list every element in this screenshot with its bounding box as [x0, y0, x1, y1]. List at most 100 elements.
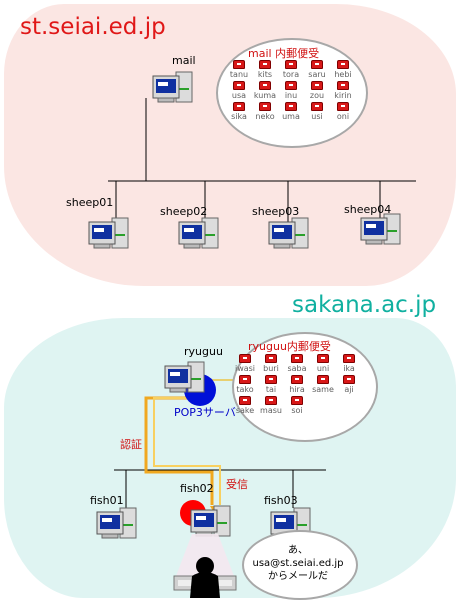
sheep02-computer-icon[interactable]: [178, 216, 226, 252]
mailbox-icon: [291, 396, 303, 405]
mailbox-label: zou: [309, 91, 325, 100]
fish03-label: fish03: [264, 494, 298, 507]
mailbox-icon: [343, 375, 355, 384]
mailbox-label: oni: [336, 112, 350, 121]
mailbox-label: ika: [343, 364, 355, 373]
mailbox-label: aji: [344, 385, 354, 394]
mailbox-label: soi: [291, 406, 303, 415]
mailbox-icon: [239, 375, 251, 384]
mailbox-icon: [337, 81, 349, 90]
mailbox-label: iwasi: [234, 364, 256, 373]
mailbox-saba[interactable]: saba: [284, 354, 310, 373]
mailbox-icon: [233, 60, 245, 69]
mailbox-tanu[interactable]: tanu: [226, 60, 252, 79]
mailbox-sake[interactable]: sake: [232, 396, 258, 415]
mailbox-iwasi[interactable]: iwasi: [232, 354, 258, 373]
mail-inbox-bubble: [216, 38, 368, 148]
mailbox-usa[interactable]: usa: [226, 81, 252, 100]
ryuguu-server-label: ryuguu: [184, 345, 223, 358]
mailbox-uni[interactable]: uni: [310, 354, 336, 373]
mailbox-label: inu: [284, 91, 298, 100]
mailbox-label: tanu: [229, 70, 249, 79]
mailbox-icon: [265, 375, 277, 384]
mailbox-icon: [311, 60, 323, 69]
sheep04-label: sheep04: [344, 203, 392, 216]
mailbox-icon: [233, 81, 245, 90]
mailbox-neko[interactable]: neko: [252, 102, 278, 121]
sheep02-label: sheep02: [160, 205, 208, 218]
mailbox-label: kuma: [253, 91, 277, 100]
mailbox-icon: [285, 60, 297, 69]
computer-icon[interactable]: [152, 70, 200, 106]
mailbox-icon: [311, 102, 323, 111]
mailbox-icon: [285, 102, 297, 111]
mailbox-label: masu: [260, 406, 282, 415]
mailbox-label: uma: [282, 112, 300, 121]
mailbox-label: tako: [236, 385, 254, 394]
mailbox-oni[interactable]: oni: [330, 102, 356, 121]
mailbox-kirin[interactable]: kirin: [330, 81, 356, 100]
mailbox-uma[interactable]: uma: [278, 102, 304, 121]
mailbox-same[interactable]: same: [310, 375, 336, 394]
mailbox-masu[interactable]: masu: [258, 396, 284, 415]
mailbox-kits[interactable]: kits: [252, 60, 278, 79]
mailbox-zou[interactable]: zou: [304, 81, 330, 100]
mailbox-label: hira: [289, 385, 305, 394]
mailbox-icon: [337, 60, 349, 69]
mailbox-tako[interactable]: tako: [232, 375, 258, 394]
speech-line-2: usa@st.seiai.ed.jp: [252, 558, 344, 569]
sheep04-computer-icon[interactable]: [360, 212, 408, 248]
user-speech-text: あ、 usa@st.seiai.ed.jp からメールだ: [244, 544, 352, 583]
mailbox-inu[interactable]: inu: [278, 81, 304, 100]
mailbox-icon: [259, 102, 271, 111]
fish02-label: fish02: [180, 482, 214, 495]
ryuguu-inbox-title: ryuguu内郵便受: [248, 340, 331, 353]
speech-line-1: あ、: [288, 545, 308, 556]
mailbox-label: saru: [308, 70, 326, 79]
auth-label: 認証: [120, 438, 142, 451]
mailbox-icon: [259, 60, 271, 69]
mailbox-label: same: [312, 385, 334, 394]
ryuguu-computer-icon[interactable]: [164, 360, 212, 396]
sheep01-computer-icon[interactable]: [88, 216, 136, 252]
receive-label: 受信: [226, 478, 248, 491]
fish01-computer-icon[interactable]: [96, 506, 144, 542]
mailbox-label: uni: [316, 364, 330, 373]
mailbox-usi[interactable]: usi: [304, 102, 330, 121]
mailbox-tai[interactable]: tai: [258, 375, 284, 394]
mailbox-ika[interactable]: ika: [336, 354, 362, 373]
mailbox-icon: [337, 102, 349, 111]
mailbox-soi[interactable]: soi: [284, 396, 310, 415]
speech-line-3: からメールだ: [268, 571, 328, 582]
mailbox-icon: [291, 375, 303, 384]
mailbox-buri[interactable]: buri: [258, 354, 284, 373]
mailbox-tora[interactable]: tora: [278, 60, 304, 79]
mailbox-label: neko: [255, 112, 275, 121]
sakana-domain-title: sakana.ac.jp: [292, 292, 437, 318]
mailbox-icon: [239, 354, 251, 363]
user-silhouette-icon: [173, 534, 237, 598]
mailbox-label: hebi: [334, 70, 352, 79]
mailbox-hira[interactable]: hira: [284, 375, 310, 394]
mail-inbox-title: mail 内郵便受: [248, 47, 320, 60]
sakana-region: [4, 318, 456, 598]
mailbox-label: tora: [282, 70, 300, 79]
mailbox-saru[interactable]: saru: [304, 60, 330, 79]
mailbox-sika[interactable]: sika: [226, 102, 252, 121]
mailbox-icon: [311, 81, 323, 90]
mailbox-hebi[interactable]: hebi: [330, 60, 356, 79]
ryuguu-inbox-bubble: [232, 332, 378, 442]
sheep03-label: sheep03: [252, 205, 300, 218]
mailbox-label: sake: [235, 406, 255, 415]
seiai-domain-title: st.seiai.ed.jp: [20, 14, 166, 40]
mailbox-icon: [239, 396, 251, 405]
mailbox-label: usa: [231, 91, 247, 100]
mail-server-label: mail: [172, 54, 196, 67]
sheep03-computer-icon[interactable]: [268, 216, 316, 252]
mailbox-aji[interactable]: aji: [336, 375, 362, 394]
sheep01-label: sheep01: [66, 196, 114, 209]
mailbox-label: usi: [311, 112, 323, 121]
mailbox-label: saba: [287, 364, 307, 373]
mailbox-kuma[interactable]: kuma: [252, 81, 278, 100]
